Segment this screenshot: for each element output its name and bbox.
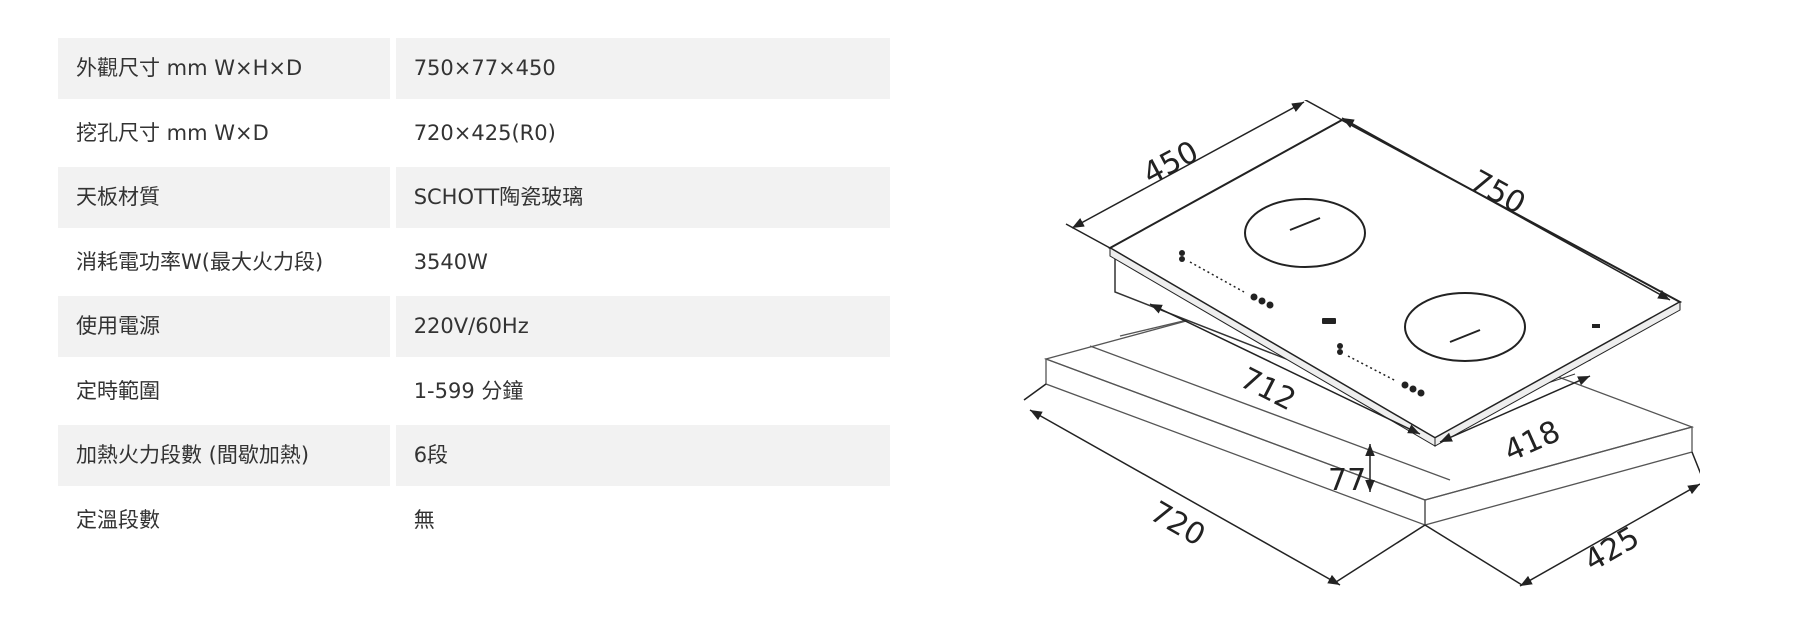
spec-value: 220V/60Hz — [395, 296, 890, 361]
spec-row: 使用電源 220V/60Hz — [58, 296, 890, 361]
spec-value: SCHOTT陶瓷玻璃 — [395, 167, 890, 232]
spec-row: 消耗電功率W(最大火力段) 3540W — [58, 231, 890, 296]
spec-value: 750×77×450 — [395, 38, 890, 103]
dim-label-418: 418 — [1499, 414, 1566, 469]
spec-value: 3540W — [395, 232, 890, 296]
spec-row: 天板材質 SCHOTT陶瓷玻璃 — [58, 167, 890, 232]
spec-value: 6段 — [395, 425, 890, 490]
spec-row: 定溫段數 無 — [58, 489, 890, 554]
spec-value: 1-599 分鐘 — [395, 361, 890, 425]
spec-label: 加熱火力段數 (間歇加熱) — [58, 425, 396, 490]
spec-label: 外觀尺寸 mm W×H×D — [58, 38, 396, 103]
dimension-lines — [1023, 100, 1700, 587]
spec-label: 定溫段數 — [58, 489, 396, 554]
spec-label: 定時範圍 — [58, 360, 396, 425]
spec-value: 無 — [395, 490, 890, 554]
dim-label-720: 720 — [1144, 495, 1211, 554]
spec-row: 定時範圍 1-599 分鐘 — [58, 360, 890, 425]
spec-table: 外觀尺寸 mm W×H×D 750×77×450 挖孔尺寸 mm W×D 720… — [58, 38, 890, 554]
spec-row: 加熱火力段數 (間歇加熱) 6段 — [58, 425, 890, 490]
spec-row: 外觀尺寸 mm W×H×D 750×77×450 — [58, 38, 890, 103]
cooktop-dimension-drawing: 450 750 712 418 77 720 425 — [1023, 100, 1700, 587]
spec-label: 消耗電功率W(最大火力段) — [58, 231, 396, 296]
dim-label-77: 77 — [1328, 463, 1366, 498]
dim-label-450: 450 — [1137, 134, 1204, 192]
dim-label-425: 425 — [1579, 520, 1646, 579]
spec-label: 挖孔尺寸 mm W×D — [58, 102, 396, 167]
dim-label-712: 712 — [1234, 361, 1301, 418]
spec-value: 720×425(R0) — [395, 103, 890, 167]
spec-label: 使用電源 — [58, 296, 396, 361]
spec-row: 挖孔尺寸 mm W×D 720×425(R0) — [58, 102, 890, 167]
spec-label: 天板材質 — [58, 167, 396, 232]
